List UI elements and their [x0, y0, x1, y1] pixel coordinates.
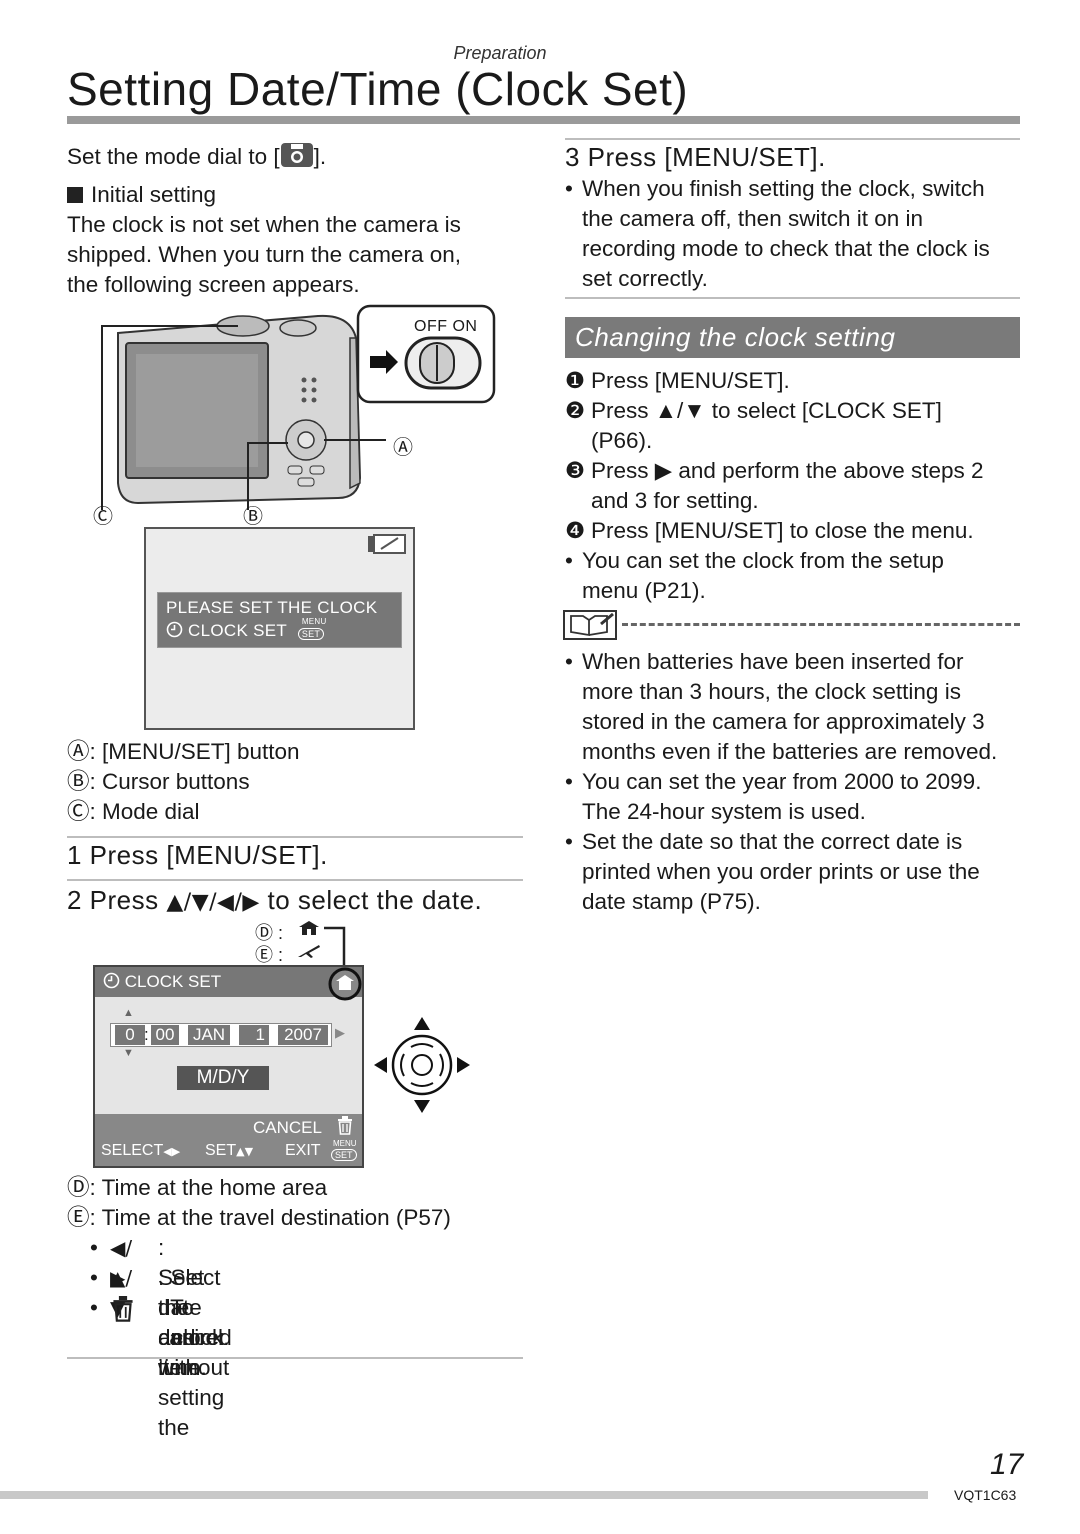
mode-dial-instruction: Set the mode dial to []. [67, 142, 326, 176]
list-item: • Set the date so that the correct date … [565, 829, 980, 914]
tips-list: •◀/▶: Select the desired item. •▲/▼: Set… [90, 1235, 232, 1440]
callout-c: Ⓒ [93, 506, 113, 528]
divider [565, 297, 1020, 299]
footer-bar [0, 1491, 928, 1499]
switch-label: OFF ON [414, 318, 478, 335]
lcd-please-set-clock: PLEASE SET THE CLOCK CLOCK SET MENU SET [144, 527, 415, 730]
callout-a: Ⓐ [393, 437, 413, 459]
plane-icon [297, 942, 321, 965]
lcd1-line1: PLEASE SET THE CLOCK [166, 598, 378, 617]
trash-icon [337, 1116, 353, 1140]
page-title: Setting Date/Time (Clock Set) [67, 63, 689, 115]
month-field[interactable]: JAN [188, 1025, 230, 1045]
step-3-text: • When you finish setting the clock, swi… [565, 176, 990, 291]
step-2: 2 Press ▲/▼/◀/▶ to select the date. [67, 885, 483, 915]
date-time-fields: 0 : 00 JAN 1 2007 [110, 1023, 332, 1047]
cursor-pad-icon [374, 1017, 470, 1113]
legend-de: Ⓓ: Time at the home area Ⓔ: Time at the … [67, 1175, 451, 1230]
home-icon [298, 920, 320, 941]
day-field[interactable]: 1 [239, 1025, 269, 1045]
camera-illustration [101, 304, 496, 510]
battery-icon [367, 534, 407, 559]
date-format[interactable]: M/D/Y [177, 1066, 269, 1090]
year-field[interactable]: 2007 [278, 1025, 328, 1045]
hour-field[interactable]: 0 [115, 1025, 145, 1045]
minute-field[interactable]: 00 [151, 1025, 179, 1045]
lcd-clock-set: CLOCK SET ▲ ▼ 0 : 00 JAN 1 2007 ▶ M/D/Y … [93, 965, 364, 1168]
callout-e: Ⓔ : [255, 945, 284, 965]
clock-icon [103, 972, 120, 994]
step-3: 3 Press [MENU/SET]. [565, 142, 826, 172]
camera-icon [280, 142, 314, 176]
list-item: • : To cancel without setting the [90, 1295, 230, 1440]
dashed-divider [622, 623, 1020, 626]
list-item: •▲/▼: Set date and time. [90, 1265, 207, 1380]
page-number: 17 [990, 1448, 1024, 1481]
divider [565, 138, 1020, 140]
initial-setting-heading: Initial setting [67, 180, 216, 210]
home-icon [328, 967, 362, 1006]
divider [67, 836, 523, 838]
callout-d: Ⓓ : [255, 923, 284, 943]
model-code: VQT1C63 [954, 1487, 1017, 1503]
legend-abc: Ⓐ: [MENU/SET] button Ⓑ: Cursor buttons Ⓒ… [67, 739, 300, 824]
lcd2-footer: CANCEL SELECT◀▶ SET▲▼ EXIT MENU SET [95, 1114, 362, 1166]
section-label: Preparation [453, 43, 547, 63]
lcd2-title: CLOCK SET [103, 972, 221, 994]
clock-icon [166, 621, 183, 643]
divider [67, 1357, 523, 1359]
lcd1-line2: CLOCK SET MENU SET [166, 617, 326, 643]
divider [67, 879, 523, 881]
callout-line-de [324, 926, 346, 970]
list-item: • You can set the year from 2000 to 2099… [565, 769, 982, 824]
list-item: •◀/▶: Select the desired item. [90, 1235, 232, 1380]
note-icon [563, 610, 617, 645]
trash-icon [112, 1296, 134, 1330]
initial-setting-text: The clock is not set when the camera is … [67, 212, 461, 297]
step-1: 1 Press [MENU/SET]. [67, 840, 328, 870]
changing-banner: Changing the clock setting [565, 317, 1020, 358]
title-underline [67, 116, 1020, 124]
callout-b: Ⓑ [243, 506, 263, 528]
